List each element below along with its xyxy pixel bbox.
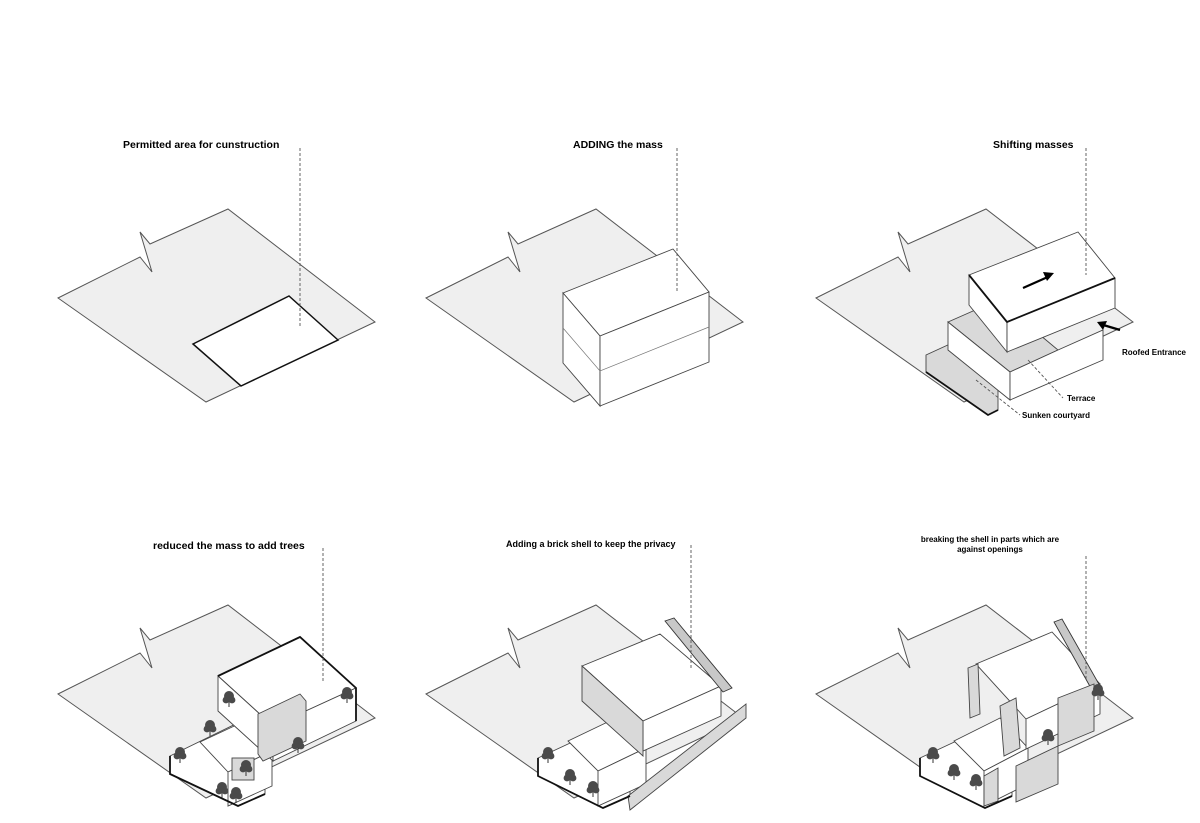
svg-text:Sunken courtyard: Sunken courtyard <box>1022 411 1090 420</box>
broken-shell-building <box>919 618 1105 809</box>
panel-adding-mass: ADDING the mass <box>425 139 744 408</box>
panel-shifting-masses: Shifting masses Roofed Entrance Terrace … <box>815 139 1187 420</box>
callout-terrace: Terrace <box>1027 359 1096 403</box>
panel-title: ADDING the mass <box>573 139 663 151</box>
reduced-mass-building <box>169 635 357 807</box>
panel-title-line1: breaking the shell in parts which are <box>921 535 1060 544</box>
panel-reduced-mass: reduced the mass to add trees <box>57 540 376 807</box>
panel-permitted-area: Permitted area for cunstruction <box>57 139 376 403</box>
svg-text:Terrace: Terrace <box>1067 394 1096 403</box>
brick-shell-building <box>537 617 747 811</box>
panel-title: Shifting masses <box>993 139 1074 151</box>
building-mass <box>562 248 710 408</box>
panel-breaking-shell: breaking the shell in parts which are ag… <box>815 535 1134 809</box>
permitted-area-outline <box>191 295 340 387</box>
panel-title: Adding a brick shell to keep the privacy <box>506 539 676 549</box>
panel-brick-shell: Adding a brick shell to keep the privacy <box>425 539 747 811</box>
shifted-masses <box>925 231 1116 417</box>
panel-title-line2: against openings <box>957 545 1023 554</box>
panel-title: reduced the mass to add trees <box>153 540 305 552</box>
callout-roofed-entrance: Roofed Entrance <box>1097 321 1187 357</box>
callout-sunken-courtyard: Sunken courtyard <box>975 379 1090 420</box>
svg-text:Roofed Entrance: Roofed Entrance <box>1122 348 1187 357</box>
panel-title: Permitted area for cunstruction <box>123 139 279 151</box>
site-plot <box>57 208 376 403</box>
